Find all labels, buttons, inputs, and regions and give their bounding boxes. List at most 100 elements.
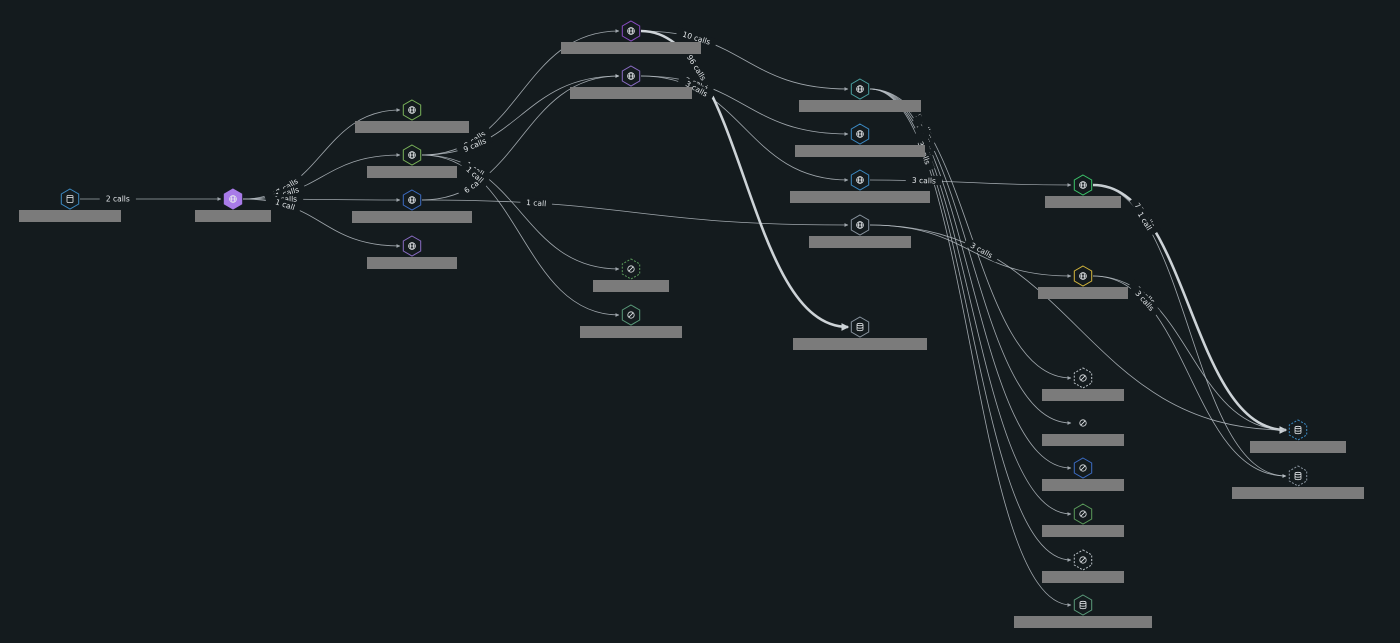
edge-call-count-label: 1 call bbox=[526, 198, 547, 208]
redacted-node-label bbox=[1232, 487, 1364, 499]
service-node-n_a3[interactable] bbox=[352, 189, 472, 223]
edge-n_a2-to-n_ext2[interactable] bbox=[421, 154, 620, 317]
edge-label-background bbox=[678, 75, 715, 102]
redacted-node-label bbox=[195, 210, 271, 222]
node-hexagon[interactable] bbox=[1073, 594, 1093, 616]
redacted-node-label bbox=[1042, 525, 1124, 537]
service-node-n_b1[interactable] bbox=[561, 20, 701, 54]
edge-n_c3-to-n_d1[interactable] bbox=[869, 179, 1072, 187]
service-node-n_c3[interactable] bbox=[790, 169, 930, 203]
redacted-node-label bbox=[19, 210, 121, 222]
external-icon bbox=[1079, 556, 1087, 564]
redacted-node-label bbox=[355, 121, 469, 133]
globe-icon bbox=[1079, 181, 1087, 189]
edge-n_b2-to-n_c3[interactable] bbox=[640, 75, 849, 182]
node-hexagon[interactable] bbox=[60, 188, 80, 210]
external-icon bbox=[1079, 464, 1087, 472]
nodes-layer bbox=[19, 20, 1364, 628]
edge-n_d2-to-n_db4[interactable] bbox=[1092, 275, 1287, 478]
edge-label-background bbox=[1133, 204, 1158, 237]
node-hexagon[interactable] bbox=[1288, 465, 1308, 487]
node-hexagon[interactable] bbox=[850, 316, 870, 338]
service-node-n_gateway[interactable] bbox=[195, 188, 271, 222]
edge-n_c1-to-n_e1[interactable] bbox=[869, 88, 1072, 380]
service-node-n_db2[interactable] bbox=[1014, 594, 1152, 628]
edge-label-background bbox=[1129, 283, 1161, 318]
edges-layer bbox=[80, 29, 1288, 607]
service-node-n_ext1[interactable] bbox=[593, 258, 669, 292]
external-icon bbox=[1079, 374, 1087, 382]
globe-icon bbox=[856, 221, 864, 229]
edge-n_d1-to-n_db3[interactable] bbox=[1092, 183, 1288, 434]
service-node-n_db4[interactable] bbox=[1232, 465, 1364, 499]
edge-n_b2-to-n_c2[interactable] bbox=[640, 75, 849, 136]
redacted-node-label bbox=[809, 236, 911, 248]
browser-icon bbox=[66, 195, 74, 203]
service-node-n_e1[interactable] bbox=[1042, 367, 1124, 401]
edge-n_a3-to-n_b2[interactable] bbox=[421, 74, 620, 201]
service-node-n_b2[interactable] bbox=[570, 65, 692, 99]
service-node-n_e3[interactable] bbox=[1042, 457, 1124, 491]
edge-label-background bbox=[678, 73, 716, 93]
edge-n_c1-to-n_e2[interactable] bbox=[869, 88, 1072, 425]
edge-n_d1-to-n_db4[interactable] bbox=[1092, 184, 1287, 478]
redacted-node-label bbox=[580, 326, 682, 338]
service-node-n_c1[interactable] bbox=[799, 78, 921, 112]
edge-n_c4-to-n_db3[interactable] bbox=[869, 224, 1287, 432]
edge-label-background bbox=[460, 160, 490, 189]
edge-n_a2-to-n_b1[interactable] bbox=[421, 29, 620, 156]
edge-call-count-label: 3 calls bbox=[912, 176, 936, 186]
edge-label-group: 2 calls bbox=[99, 194, 136, 204]
redacted-node-label bbox=[1042, 571, 1124, 583]
globe-icon bbox=[229, 195, 237, 203]
service-node-n_e5[interactable] bbox=[1042, 549, 1124, 583]
edge-n_a2-to-n_ext1[interactable] bbox=[421, 154, 620, 271]
edge-label-background bbox=[456, 133, 493, 157]
edge-label-group: 1 call bbox=[520, 197, 553, 208]
edge-n_b1-to-n_c1[interactable] bbox=[640, 30, 849, 91]
external-icon bbox=[627, 311, 635, 319]
edge-label-background bbox=[963, 237, 1000, 263]
redacted-node-label bbox=[1038, 287, 1128, 299]
service-node-n_c2[interactable] bbox=[795, 123, 925, 157]
service-node-n_db1[interactable] bbox=[793, 316, 927, 350]
service-node-n_d2[interactable] bbox=[1038, 265, 1128, 299]
edge-call-count-label: 6 calls bbox=[273, 195, 297, 204]
edge-n_c1-to-n_e5[interactable] bbox=[869, 88, 1072, 562]
external-icon bbox=[1079, 419, 1087, 427]
edge-call-count-label: 1 call bbox=[1136, 210, 1154, 232]
service-node-n_e4[interactable] bbox=[1042, 503, 1124, 537]
edge-label-background bbox=[268, 195, 302, 214]
service-node-n_e2[interactable] bbox=[1042, 419, 1124, 446]
redacted-node-label bbox=[793, 338, 927, 350]
redacted-node-label bbox=[1042, 479, 1124, 491]
service-node-n_d1[interactable] bbox=[1045, 174, 1121, 208]
edge-n_c1-to-n_db2[interactable] bbox=[869, 88, 1072, 607]
edge-n_d2-to-n_db3[interactable] bbox=[1092, 275, 1287, 432]
service-node-n_ext2[interactable] bbox=[580, 304, 682, 338]
service-node-n_a2[interactable] bbox=[367, 144, 457, 178]
database-icon bbox=[1294, 425, 1302, 435]
redacted-node-label bbox=[1042, 434, 1124, 446]
node-hexagon[interactable] bbox=[1288, 419, 1308, 441]
service-node-n_a1[interactable] bbox=[355, 99, 469, 133]
edge-n_b1-to-n_db1[interactable] bbox=[640, 29, 850, 331]
service-node-n_c4[interactable] bbox=[809, 214, 911, 248]
edge-label-background bbox=[905, 175, 943, 186]
edge-call-count-label: 2 calls bbox=[106, 195, 130, 204]
service-node-n_client[interactable] bbox=[19, 188, 121, 222]
service-node-n_db3[interactable] bbox=[1250, 419, 1346, 453]
redacted-node-label bbox=[795, 145, 925, 157]
globe-icon bbox=[408, 242, 416, 250]
redacted-node-label bbox=[593, 280, 669, 292]
redacted-node-label bbox=[367, 166, 457, 178]
service-node-n_a4[interactable] bbox=[367, 235, 457, 269]
redacted-node-label bbox=[352, 211, 472, 223]
globe-icon bbox=[408, 106, 416, 114]
edge-n_c1-to-n_e4[interactable] bbox=[869, 88, 1072, 516]
redacted-node-label bbox=[570, 87, 692, 99]
edge-n_a2-to-n_b2[interactable] bbox=[421, 74, 620, 156]
edge-n_a3-to-n_c4[interactable] bbox=[421, 199, 849, 227]
